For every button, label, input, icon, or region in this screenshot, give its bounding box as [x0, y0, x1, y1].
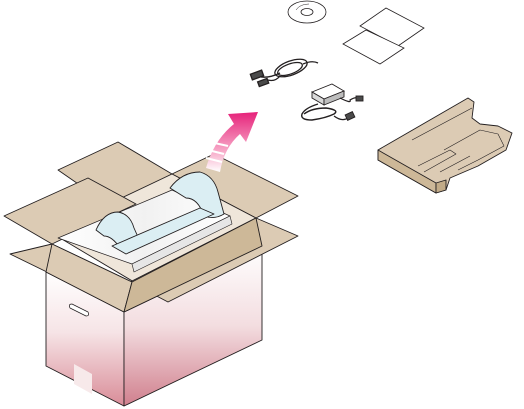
cardboard-tray-icon — [378, 98, 512, 193]
cd-disc-icon — [288, 1, 326, 23]
document-sheets-icon — [343, 8, 424, 64]
open-box-icon — [4, 142, 298, 406]
usb-cable-icon — [250, 56, 318, 87]
power-adapter-icon — [302, 84, 363, 120]
